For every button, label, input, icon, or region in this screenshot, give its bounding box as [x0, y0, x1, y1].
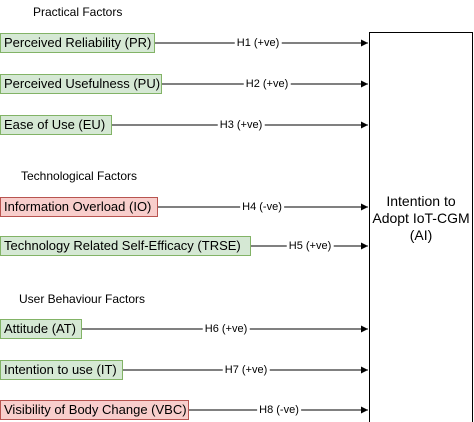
hypothesis-label-h3: H3 (+ve): [217, 119, 265, 131]
outcome-line-1: Intention to: [386, 193, 456, 209]
hypothesis-label-h8: H8 (-ve): [257, 404, 301, 416]
factor-attitude: Attitude (AT): [0, 319, 82, 339]
factor-perceived-reliability: Perceived Reliability (PR): [0, 33, 155, 53]
factor-information-overload: Information Overload (IO): [0, 197, 158, 217]
outcome-box: Intention to Adopt IoT-CGM (AI): [369, 32, 473, 422]
outcome-label: Intention to Adopt IoT-CGM (AI): [370, 193, 472, 244]
factor-intention-to-use: Intention to use (IT): [0, 360, 123, 380]
hypothesis-label-h1: H1 (+ve): [234, 37, 282, 49]
hypothesis-label-h2: H2 (+ve): [243, 78, 291, 90]
hypothesis-label-h5: H5 (+ve): [286, 240, 334, 252]
factor-visibility-body-change: Visibility of Body Change (VBC): [0, 400, 189, 420]
hypothesis-label-h4: H4 (-ve): [240, 201, 284, 213]
outcome-line-2: Adopt IoT-CGM: [372, 210, 470, 226]
group-title-technological: Technological Factors: [21, 169, 138, 183]
factor-ease-of-use: Ease of Use (EU): [0, 115, 112, 135]
factor-perceived-usefulness: Perceived Usefulness (PU): [0, 74, 162, 94]
factor-technology-self-efficacy: Technology Related Self-Efficacy (TRSE): [0, 236, 251, 256]
outcome-line-3: (AI): [409, 227, 433, 243]
group-title-practical: Practical Factors: [33, 5, 123, 19]
hypothesis-label-h6: H6 (+ve): [202, 323, 250, 335]
hypothesis-label-h7: H7 (+ve): [222, 364, 270, 376]
group-title-user-behaviour: User Behaviour Factors: [19, 292, 146, 306]
